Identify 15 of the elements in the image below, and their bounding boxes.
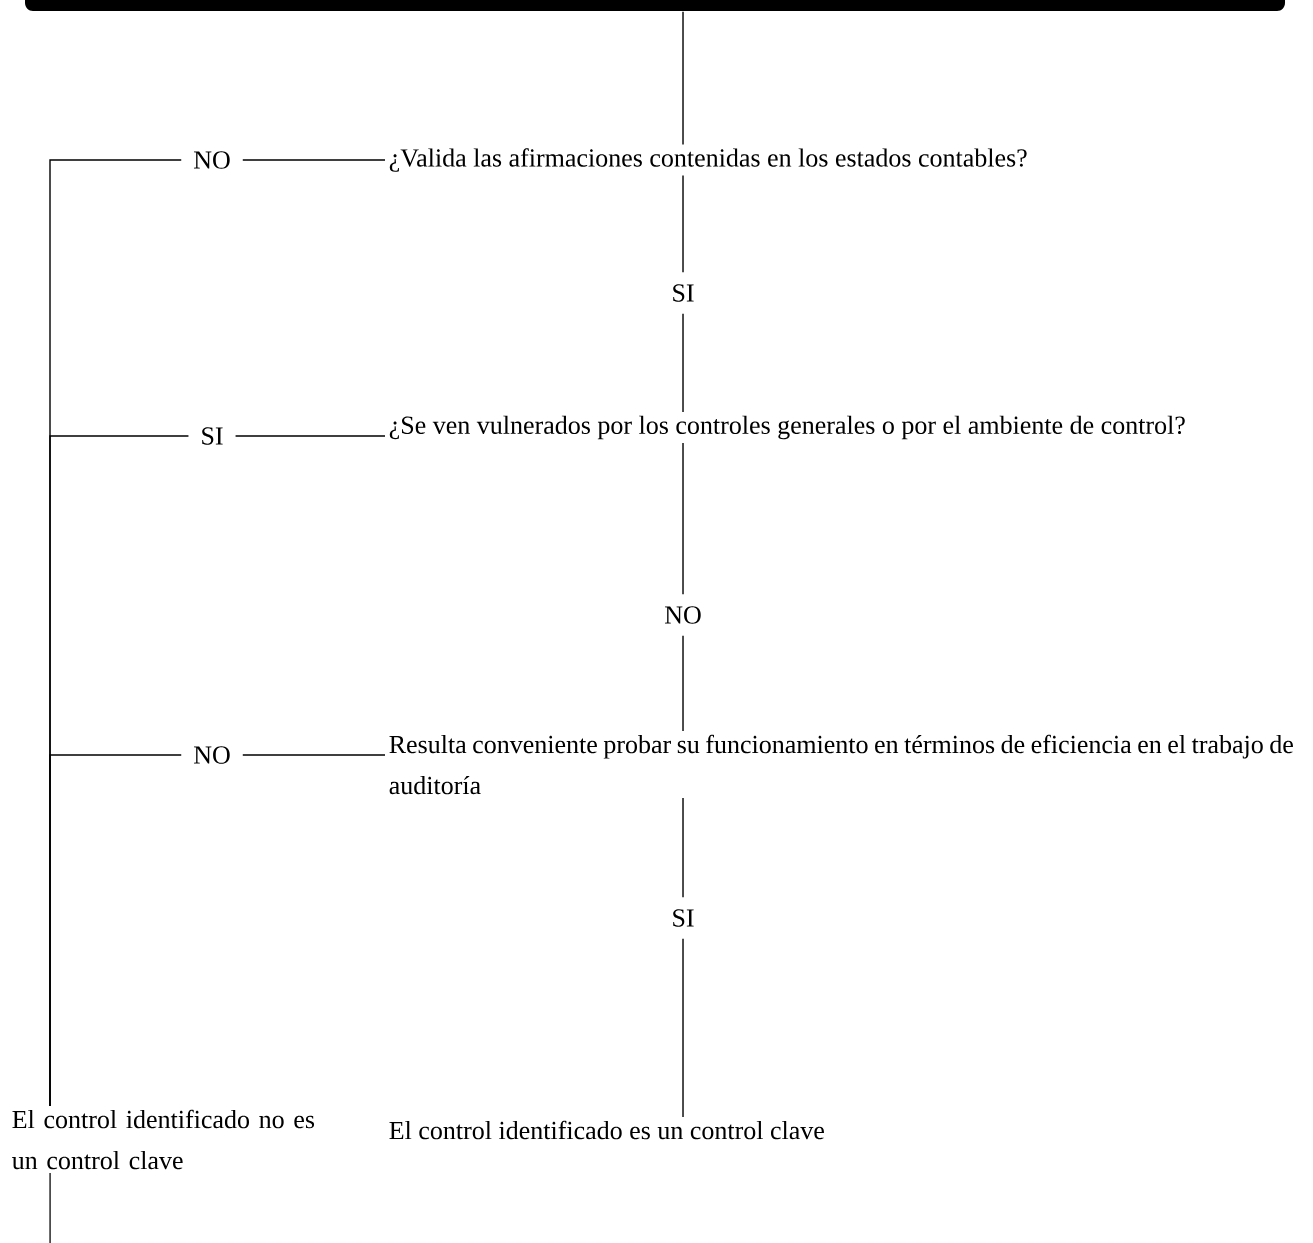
conclusion-text: El control identificado es un control clave [389, 1120, 824, 1140]
header-bar [25, 0, 1285, 11]
edge-label: SI [659, 272, 707, 314]
edge-label: NO [181, 734, 243, 776]
edge-label: NO [652, 594, 714, 636]
connector-line [49, 1172, 51, 1243]
question-text: ¿Valida las afirmaciones contenidas en los estados contables? [389, 148, 1027, 172]
edge-label: SI [188, 415, 236, 457]
edge-label: NO [181, 139, 243, 181]
question-text: Resulta conveniente probar su funcionamiento en términos de eficiencia en el trabajo de auditoría [389, 734, 1293, 795]
connector-line [682, 11, 684, 146]
conclusion-text: El control identificado no es un control clave [12, 1109, 315, 1170]
connector-line [49, 754, 386, 1107]
question-text: ¿Se ven vulnerados por los controles generales o por el ambiente de control? [389, 415, 1185, 440]
edge-label: SI [659, 897, 707, 939]
